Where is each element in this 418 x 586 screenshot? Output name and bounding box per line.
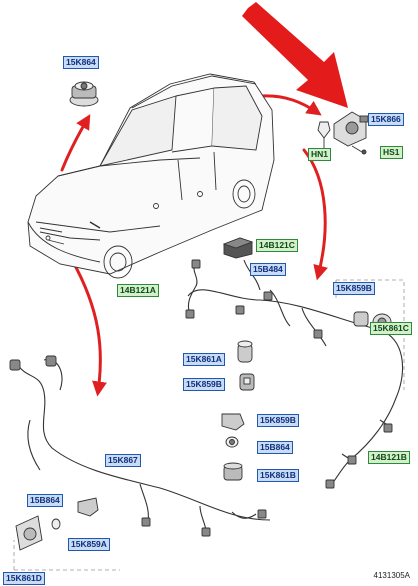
reference-number: 4131305A xyxy=(373,571,410,580)
car-illustration xyxy=(27,73,275,279)
arrow-to-front-harness xyxy=(70,258,107,397)
arrow-to-sensor-module xyxy=(260,94,322,116)
sensor-stack-right xyxy=(221,413,245,481)
label-15B484: 15B484 xyxy=(250,263,286,276)
rear-harness-connectors xyxy=(185,259,393,489)
sensor-module-15K866 xyxy=(317,111,369,155)
label-14B121B: 14B121B xyxy=(368,451,410,464)
label-15K859B-right: 15K859B xyxy=(333,282,375,295)
sensor-15K861A xyxy=(237,340,253,363)
front-bumper-outline xyxy=(13,540,120,571)
label-14B121C: 14B121C xyxy=(256,239,298,252)
label-14B121A: 14B121A xyxy=(117,284,159,297)
label-15B864-left: 15B864 xyxy=(27,494,63,507)
label-15K859B-mid: 15K859B xyxy=(183,378,225,391)
label-15K861C: 15K861C xyxy=(370,322,412,335)
component-14B121C xyxy=(222,237,254,259)
label-15K867: 15K867 xyxy=(105,454,141,467)
label-15K861A: 15K861A xyxy=(183,353,225,366)
front-harness-connectors xyxy=(9,355,267,537)
sensor-stack-left xyxy=(15,497,99,551)
label-HS1: HS1 xyxy=(380,146,403,159)
label-HN1: HN1 xyxy=(308,148,332,161)
label-15B864-mid: 15B864 xyxy=(257,441,293,454)
pointer-arrow xyxy=(242,2,348,108)
label-15K859B-low: 15K859B xyxy=(257,414,299,427)
label-15K861D: 15K861D xyxy=(3,572,45,585)
label-15K859A: 15K859A xyxy=(68,538,110,551)
label-15K864: 15K864 xyxy=(63,56,99,69)
rear-bumper-outline xyxy=(335,279,405,390)
arrow-to-rear-harness xyxy=(302,148,328,281)
label-15K861B: 15K861B xyxy=(257,469,299,482)
buzzer-15K864 xyxy=(69,81,99,107)
bezel-15K859B-mid xyxy=(239,373,255,391)
label-15K866: 15K866 xyxy=(368,113,404,126)
arrow-to-top-buzzer xyxy=(60,114,91,172)
